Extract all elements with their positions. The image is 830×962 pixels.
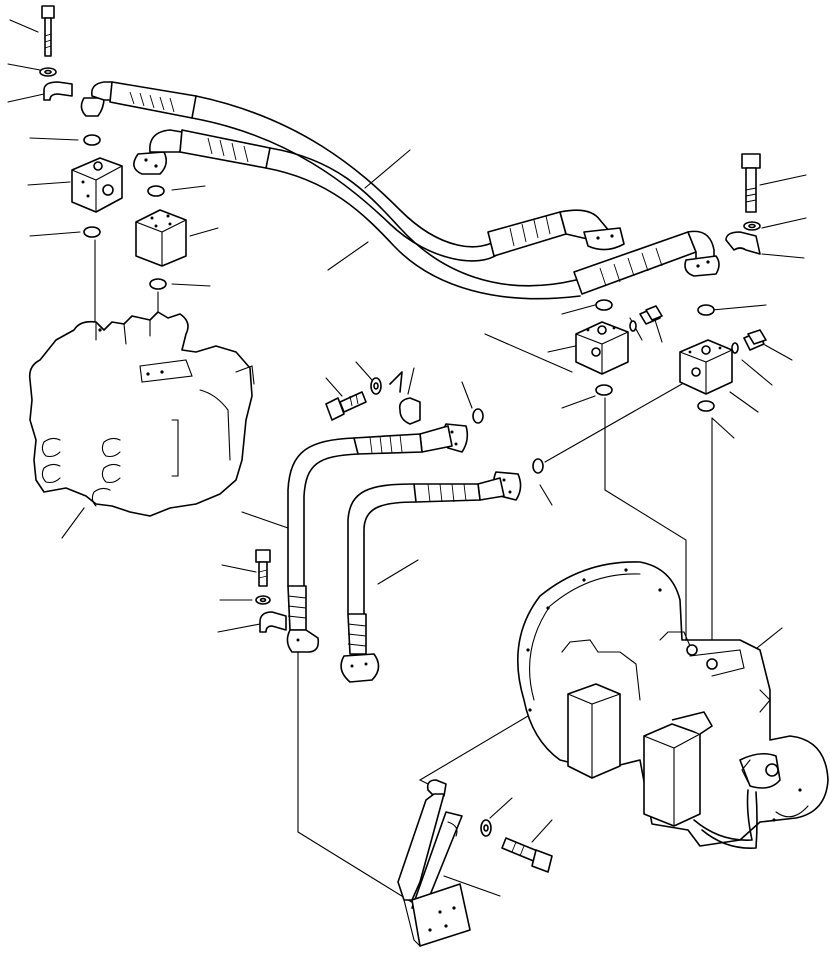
transmission-housing: [516, 561, 829, 847]
adapter-block-right-1: [575, 321, 629, 375]
adapter-block-left-1: [71, 157, 123, 213]
hose-lower-2: [340, 471, 522, 683]
bolt-bottom: [501, 837, 553, 873]
split-flange-lower-left: [259, 611, 287, 633]
bolt-top-left: [41, 5, 55, 57]
o-ring-7: [697, 304, 715, 316]
washer-top-left: [39, 67, 57, 77]
o-ring-10: [532, 458, 544, 474]
o-ring-1: [83, 134, 101, 146]
split-flange-top-right: [725, 231, 761, 255]
o-ring-8: [697, 400, 715, 412]
o-ring-6: [595, 384, 613, 396]
o-ring-4: [149, 278, 167, 290]
adapter-block-right-2: [679, 339, 733, 395]
pedal-bracket: [397, 779, 471, 947]
bolt-middle: [325, 391, 367, 421]
filter-box: [567, 683, 621, 779]
adapter-block-left-2: [135, 209, 187, 267]
harness-tube: [693, 789, 758, 849]
split-flange-top-left: [43, 81, 73, 101]
small-o-ring-right-2: [731, 342, 739, 354]
control-valve: [28, 311, 255, 517]
bolt-lower-left: [255, 549, 271, 587]
plug-right-1: [639, 305, 663, 325]
plug-right-2: [743, 329, 767, 351]
hose-upper-1: [80, 81, 625, 262]
hose-lower-1: [286, 423, 469, 653]
o-ring-3: [147, 185, 165, 197]
break-symbol: [389, 371, 403, 393]
washer-top-right: [743, 221, 761, 231]
solenoid-box: [643, 711, 713, 827]
split-flange-middle: [398, 397, 421, 425]
washer-bottom: [480, 819, 492, 837]
washer-middle: [370, 377, 382, 395]
bolt-top-right: [741, 153, 761, 213]
small-o-ring-right: [629, 320, 637, 332]
o-ring-2: [83, 226, 101, 238]
hose-upper-2: [133, 129, 720, 300]
leader-lines: [7, 19, 807, 897]
o-ring-9: [472, 408, 484, 424]
o-ring-5: [595, 299, 613, 311]
washer-lower-left: [255, 595, 271, 605]
